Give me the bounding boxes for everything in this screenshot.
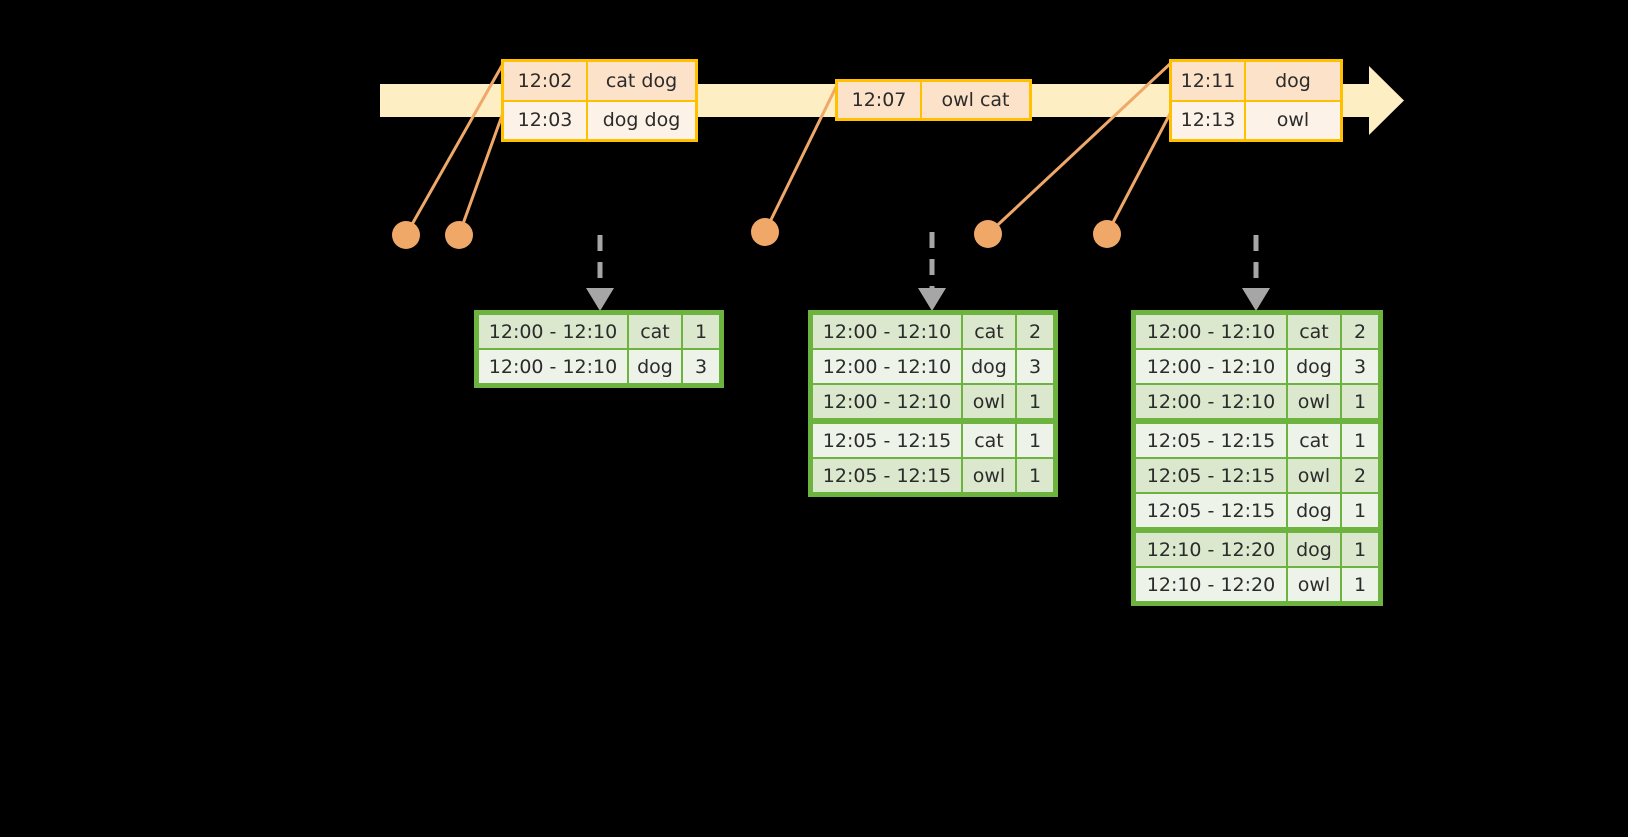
event-tokens: cat dog bbox=[605, 69, 678, 92]
cell-window: 12:00 - 12:10 bbox=[813, 350, 961, 383]
event-row: 12:11 dog bbox=[1172, 62, 1340, 100]
cell-count: 2 bbox=[1342, 459, 1378, 492]
cell-window: 12:00 - 12:10 bbox=[1136, 385, 1286, 418]
table-arrowhead-1 bbox=[586, 288, 614, 311]
cell-window: 12:00 - 12:10 bbox=[1136, 350, 1286, 383]
cell-window: 12:00 - 12:10 bbox=[1136, 315, 1286, 348]
window-group-separator bbox=[1136, 529, 1378, 531]
cell-key: owl bbox=[963, 459, 1015, 492]
connector-line-3 bbox=[763, 81, 840, 234]
cell-window: 12:05 - 12:15 bbox=[1136, 494, 1286, 527]
cell-key: owl bbox=[1288, 568, 1340, 601]
cell-key: dog bbox=[629, 350, 681, 383]
event-row: 12:07 owl cat bbox=[838, 82, 1029, 118]
cell-window: 12:05 - 12:15 bbox=[813, 424, 961, 457]
cell-count: 1 bbox=[1342, 494, 1378, 527]
timeline-arrowhead bbox=[1369, 66, 1404, 135]
cell-window: 12:05 - 12:15 bbox=[813, 459, 961, 492]
cell-window: 12:00 - 12:10 bbox=[813, 315, 961, 348]
event-tokens: owl cat bbox=[941, 89, 1010, 111]
cell-key: owl bbox=[963, 385, 1015, 418]
connector-dot-4 bbox=[974, 220, 1002, 248]
event-time: 12:03 bbox=[504, 101, 588, 139]
cell-count: 1 bbox=[1342, 568, 1378, 601]
event-tokens: dog dog bbox=[602, 109, 681, 132]
window-group-separator bbox=[1136, 420, 1378, 422]
cell-key: owl bbox=[1288, 385, 1340, 418]
cell-key: dog bbox=[963, 350, 1015, 383]
connector-line-2 bbox=[457, 108, 506, 237]
table-arrowhead-3 bbox=[1242, 288, 1270, 311]
connector-line-1 bbox=[404, 60, 506, 237]
cell-window: 12:05 - 12:15 bbox=[1136, 424, 1286, 457]
cell-count: 3 bbox=[683, 350, 719, 383]
event-group-2: 12:07 owl cat bbox=[835, 79, 1032, 121]
connector-dot-3 bbox=[751, 218, 779, 246]
cell-window: 12:10 - 12:20 bbox=[1136, 568, 1286, 601]
event-row: 12:03 dog dog bbox=[504, 99, 695, 139]
cell-key: cat bbox=[963, 424, 1015, 457]
cell-window: 12:00 - 12:10 bbox=[479, 315, 627, 348]
cell-count: 1 bbox=[1017, 424, 1053, 457]
event-row: 12:02 cat dog bbox=[504, 62, 695, 100]
cell-count: 1 bbox=[1342, 424, 1378, 457]
cell-key: cat bbox=[1288, 315, 1340, 348]
cell-window: 12:00 - 12:10 bbox=[479, 350, 627, 383]
cell-count: 1 bbox=[1342, 533, 1378, 566]
cell-count: 2 bbox=[1342, 315, 1378, 348]
event-time: 12:11 bbox=[1172, 62, 1246, 100]
cell-count: 1 bbox=[683, 315, 719, 348]
cell-key: dog bbox=[1288, 350, 1340, 383]
event-time: 12:13 bbox=[1172, 101, 1246, 139]
cell-window: 12:00 - 12:10 bbox=[813, 385, 961, 418]
cell-key: cat bbox=[1288, 424, 1340, 457]
event-group-1: 12:02 cat dog 12:03 dog dog bbox=[501, 59, 698, 142]
cell-key: dog bbox=[1288, 494, 1340, 527]
cell-key: owl bbox=[1288, 459, 1340, 492]
cell-count: 3 bbox=[1342, 350, 1378, 383]
cell-count: 1 bbox=[1017, 459, 1053, 492]
event-time: 12:02 bbox=[504, 62, 588, 100]
cell-window: 12:10 - 12:20 bbox=[1136, 533, 1286, 566]
connector-dot-2 bbox=[445, 221, 473, 249]
cell-key: dog bbox=[1288, 533, 1340, 566]
cell-count: 3 bbox=[1017, 350, 1053, 383]
cell-count: 2 bbox=[1017, 315, 1053, 348]
connector-dot-5 bbox=[1093, 220, 1121, 248]
cell-key: cat bbox=[963, 315, 1015, 348]
event-time: 12:07 bbox=[838, 82, 922, 118]
cell-count: 1 bbox=[1017, 385, 1053, 418]
table-arrowhead-2 bbox=[918, 288, 946, 311]
cell-key: cat bbox=[629, 315, 681, 348]
event-row: 12:13 owl bbox=[1172, 99, 1340, 139]
cell-count: 1 bbox=[1342, 385, 1378, 418]
cell-window: 12:05 - 12:15 bbox=[1136, 459, 1286, 492]
event-tokens: owl bbox=[1276, 109, 1310, 132]
connector-dot-1 bbox=[392, 221, 420, 249]
event-group-3: 12:11 dog 12:13 owl bbox=[1169, 59, 1343, 142]
window-group-separator bbox=[813, 420, 1053, 422]
connector-line-5 bbox=[1105, 108, 1174, 236]
event-tokens: dog bbox=[1275, 69, 1311, 92]
